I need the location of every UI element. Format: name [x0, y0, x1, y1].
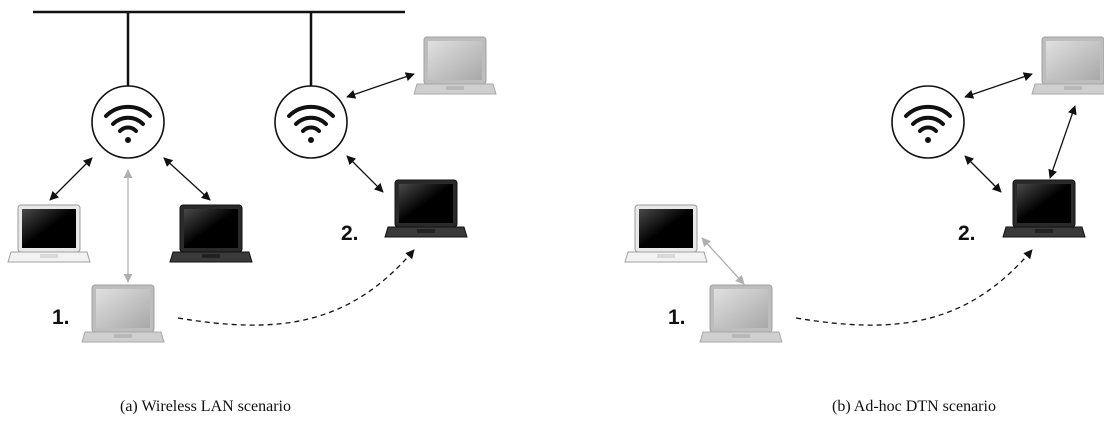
wireless-link — [1048, 105, 1077, 179]
laptop-icon-node-1 — [81, 284, 165, 343]
laptop-icon — [624, 204, 708, 263]
wireless-link — [346, 72, 415, 99]
step-label-2: 2. — [341, 222, 359, 245]
wireless-link — [163, 157, 211, 201]
laptop-icon-node-1 — [699, 284, 783, 343]
wireless-link — [346, 155, 384, 193]
laptop-icon-node-2 — [384, 179, 468, 238]
step-label-2: 2. — [958, 222, 976, 245]
laptop-icon-node-2 — [1002, 179, 1086, 238]
laptop-icon — [169, 204, 253, 263]
step-label-1: 1. — [52, 306, 70, 329]
wireless-link — [49, 157, 93, 201]
laptop-icon — [7, 204, 91, 263]
panel-adhoc-dtn — [624, 36, 1104, 343]
wireless-link-faded — [701, 237, 745, 285]
laptop-icon — [1031, 36, 1104, 95]
wireless-link — [964, 155, 1002, 193]
caption-adhoc-dtn: (b) Ad-hoc DTN scenario — [832, 398, 996, 415]
laptop-icon — [413, 36, 497, 95]
mobility-path — [795, 249, 1033, 326]
step-label-1: 1. — [668, 306, 686, 329]
wireless-link — [964, 72, 1033, 99]
access-point-icon — [890, 84, 966, 160]
access-point-icon — [273, 84, 349, 160]
access-point-icon — [90, 84, 166, 160]
panel-wireless-lan — [7, 10, 497, 343]
caption-wireless-lan: (a) Wireless LAN scenario — [120, 398, 291, 415]
mobility-path — [177, 249, 415, 326]
